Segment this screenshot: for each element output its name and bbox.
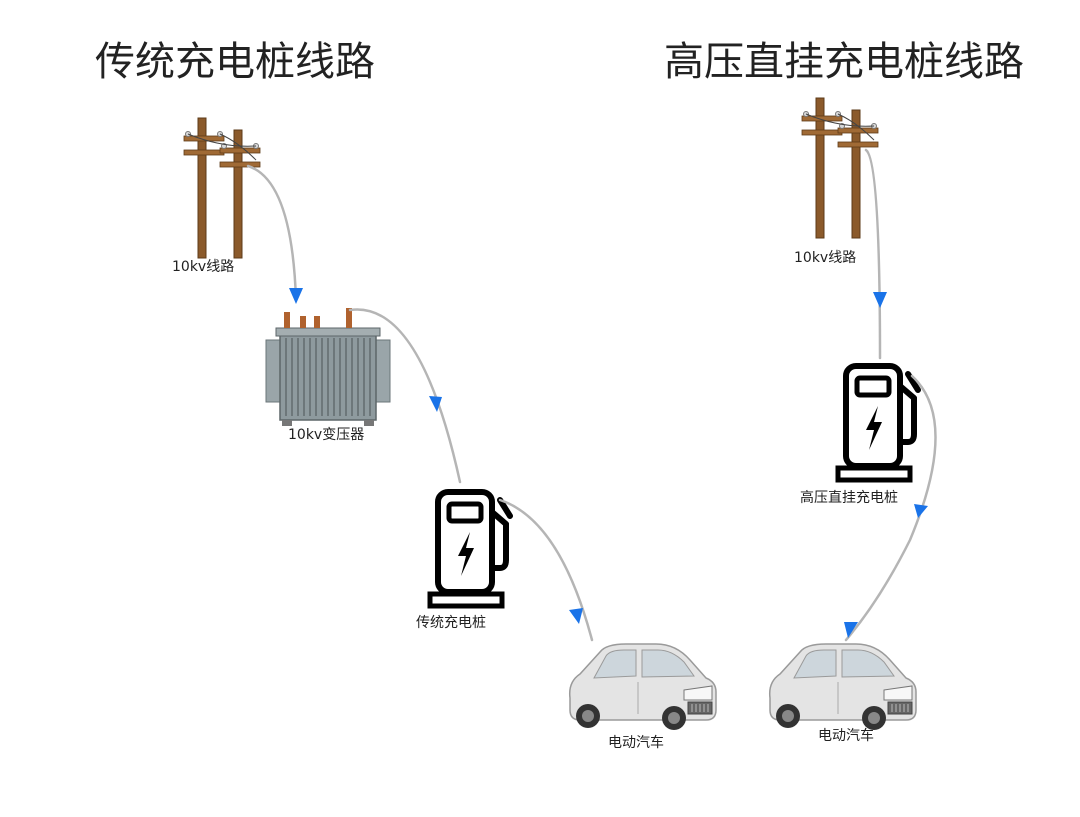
right-wire-pole-to-charger xyxy=(864,148,882,360)
right-utility-pole-icon xyxy=(801,97,879,239)
right-arrow-2 xyxy=(914,504,928,518)
left-electric-car-icon xyxy=(568,643,717,731)
left-title: 传统充电桩线路 xyxy=(95,39,375,85)
right-electric-car-icon xyxy=(768,643,917,731)
left-charging-pile-icon xyxy=(430,492,510,606)
right-wire-charger-to-car xyxy=(844,374,937,642)
left-charger-label: 传统充电桩 xyxy=(416,614,486,631)
left-line-label: 10kv线路 xyxy=(172,259,234,275)
transformer-icon xyxy=(265,307,391,427)
left-wire-transformer-to-charger xyxy=(348,308,462,484)
right-arrow-1 xyxy=(873,292,887,308)
left-utility-pole-icon xyxy=(183,117,261,259)
left-arrow-2 xyxy=(429,396,442,412)
right-title: 高压直挂充电桩线路 xyxy=(664,39,1024,85)
left-arrow-3 xyxy=(569,608,583,624)
right-charging-pile-icon xyxy=(838,366,918,480)
transformer-label: 10kv变压器 xyxy=(288,427,364,443)
left-wire-charger-to-car xyxy=(498,498,594,642)
right-line-label: 10kv线路 xyxy=(794,250,856,266)
right-car-label: 电动汽车 xyxy=(818,727,874,744)
left-car-label: 电动汽车 xyxy=(608,734,664,751)
left-arrow-1 xyxy=(289,288,303,304)
left-wire-pole-to-transformer xyxy=(246,164,298,302)
right-arrow-3 xyxy=(844,622,858,638)
right-charger-label: 高压直挂充电桩 xyxy=(800,489,898,506)
